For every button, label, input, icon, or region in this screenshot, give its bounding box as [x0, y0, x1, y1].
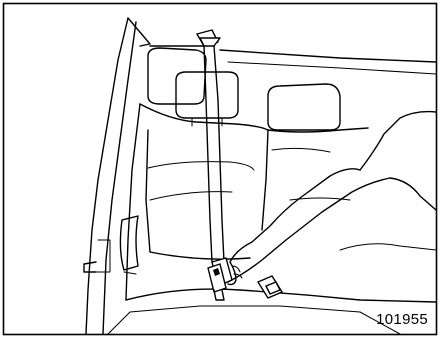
figure-code: 101955 [376, 311, 428, 328]
buckle-receiver [258, 276, 282, 298]
seat-belt-strap [197, 30, 224, 262]
occupant-torso [340, 112, 436, 250]
hand-with-buckle [208, 169, 390, 300]
b-pillar [84, 18, 150, 334]
right-headrest [268, 84, 340, 130]
